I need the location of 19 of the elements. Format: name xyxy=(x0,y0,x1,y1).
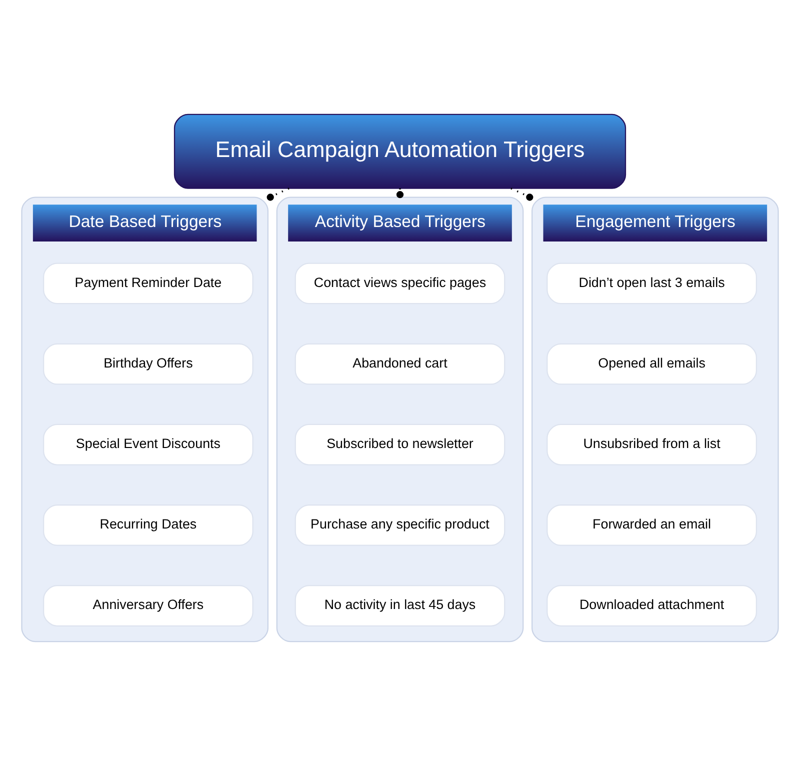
node-box: Didn’t open last 3 emails xyxy=(546,262,757,304)
connector xyxy=(510,187,534,200)
node-box: Anniversary Offers xyxy=(43,584,254,626)
node-box: Abandoned cart xyxy=(294,342,506,384)
node-box: Unsubsribed from a list xyxy=(546,423,757,465)
node-box: Forwarded an email xyxy=(546,504,757,546)
node-box: Birthday Offers xyxy=(43,342,254,384)
connector xyxy=(396,188,404,198)
node-box: Recurring Dates xyxy=(43,504,254,546)
node-box: Contact views specific pages xyxy=(294,262,506,304)
node-box: Special Event Discounts xyxy=(43,423,254,465)
node-box: Payment Reminder Date xyxy=(43,262,254,304)
connector xyxy=(266,187,290,200)
node-box: Subscribed to newsletter xyxy=(294,423,506,465)
node-box: Email Campaign Automation Triggers xyxy=(174,113,626,188)
node-box: No activity in last 45 days xyxy=(294,584,506,626)
node-box: Purchase any specific product xyxy=(294,504,506,546)
node-box: Downloaded attachment xyxy=(546,584,757,626)
node-box: Opened all emails xyxy=(546,342,757,384)
